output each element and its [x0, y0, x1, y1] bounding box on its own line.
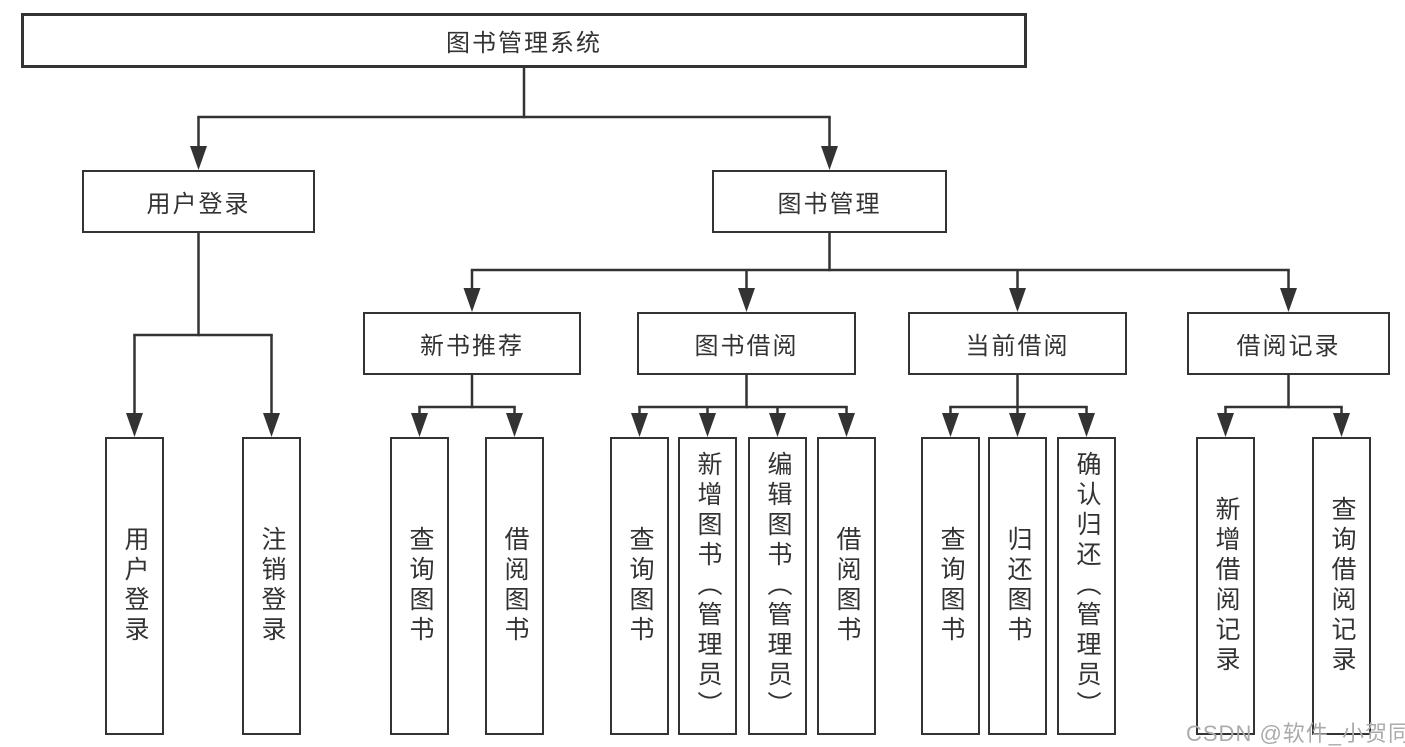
arrowheads	[126, 146, 1350, 437]
leaf-confirm-return-admin: 确认归还（管理员）	[1057, 437, 1116, 735]
leaf-label: 新增图书（管理员）	[694, 451, 722, 721]
leaf-query-borrowing-record: 查询借阅记录	[1312, 437, 1371, 735]
leaf-label: 归还图书	[1004, 526, 1032, 646]
node-label: 借阅记录	[1236, 333, 1341, 360]
node-user-login: 用户登录	[82, 170, 315, 233]
leaf-label: 查询图书	[626, 526, 654, 646]
leaf-label: 借阅图书	[833, 526, 861, 646]
leaf-return-books: 归还图书	[988, 437, 1047, 735]
node-label: 当前借阅	[965, 333, 1070, 360]
csdn-watermark: CSDN @软件_小贺同学	[1186, 721, 1405, 746]
leaf-query-books-recommend: 查询图书	[390, 437, 449, 735]
leaf-label: 借阅图书	[501, 526, 529, 646]
node-label: 图书借阅	[694, 333, 799, 360]
node-book-management: 图书管理	[712, 170, 947, 233]
leaf-user-login: 用户登录	[105, 437, 164, 735]
leaf-borrow-books-borrowing: 借阅图书	[817, 437, 876, 735]
leaf-add-borrowing-record: 新增借阅记录	[1196, 437, 1255, 735]
leaf-label: 确认归还（管理员）	[1073, 451, 1101, 721]
leaf-query-books-current: 查询图书	[921, 437, 980, 735]
leaf-borrow-books-recommend: 借阅图书	[485, 437, 544, 735]
leaf-label: 编辑图书（管理员）	[764, 451, 792, 721]
leaf-label: 查询借阅记录	[1328, 496, 1356, 676]
node-label: 新书推荐	[420, 333, 524, 360]
leaf-label: 新增借阅记录	[1212, 496, 1240, 676]
node-current-borrowing: 当前借阅	[908, 312, 1127, 375]
leaf-logout: 注销登录	[242, 437, 301, 735]
leaf-edit-books-admin: 编辑图书（管理员）	[748, 437, 807, 735]
node-borrowing-records: 借阅记录	[1187, 312, 1390, 375]
node-label: 图书管理系统	[446, 30, 602, 57]
leaf-query-books-borrowing: 查询图书	[610, 437, 669, 735]
leaf-label: 查询图书	[406, 526, 434, 646]
leaf-label: 用户登录	[121, 526, 149, 646]
node-label: 用户登录	[146, 191, 251, 218]
node-label: 图书管理	[777, 191, 882, 218]
node-book-management-system: 图书管理系统	[21, 13, 1027, 68]
node-new-book-recommendation: 新书推荐	[363, 312, 581, 375]
leaf-add-books-admin: 新增图书（管理员）	[678, 437, 737, 735]
leaf-label: 注销登录	[258, 526, 286, 646]
node-book-borrowing: 图书借阅	[637, 312, 856, 375]
leaf-label: 查询图书	[937, 526, 965, 646]
